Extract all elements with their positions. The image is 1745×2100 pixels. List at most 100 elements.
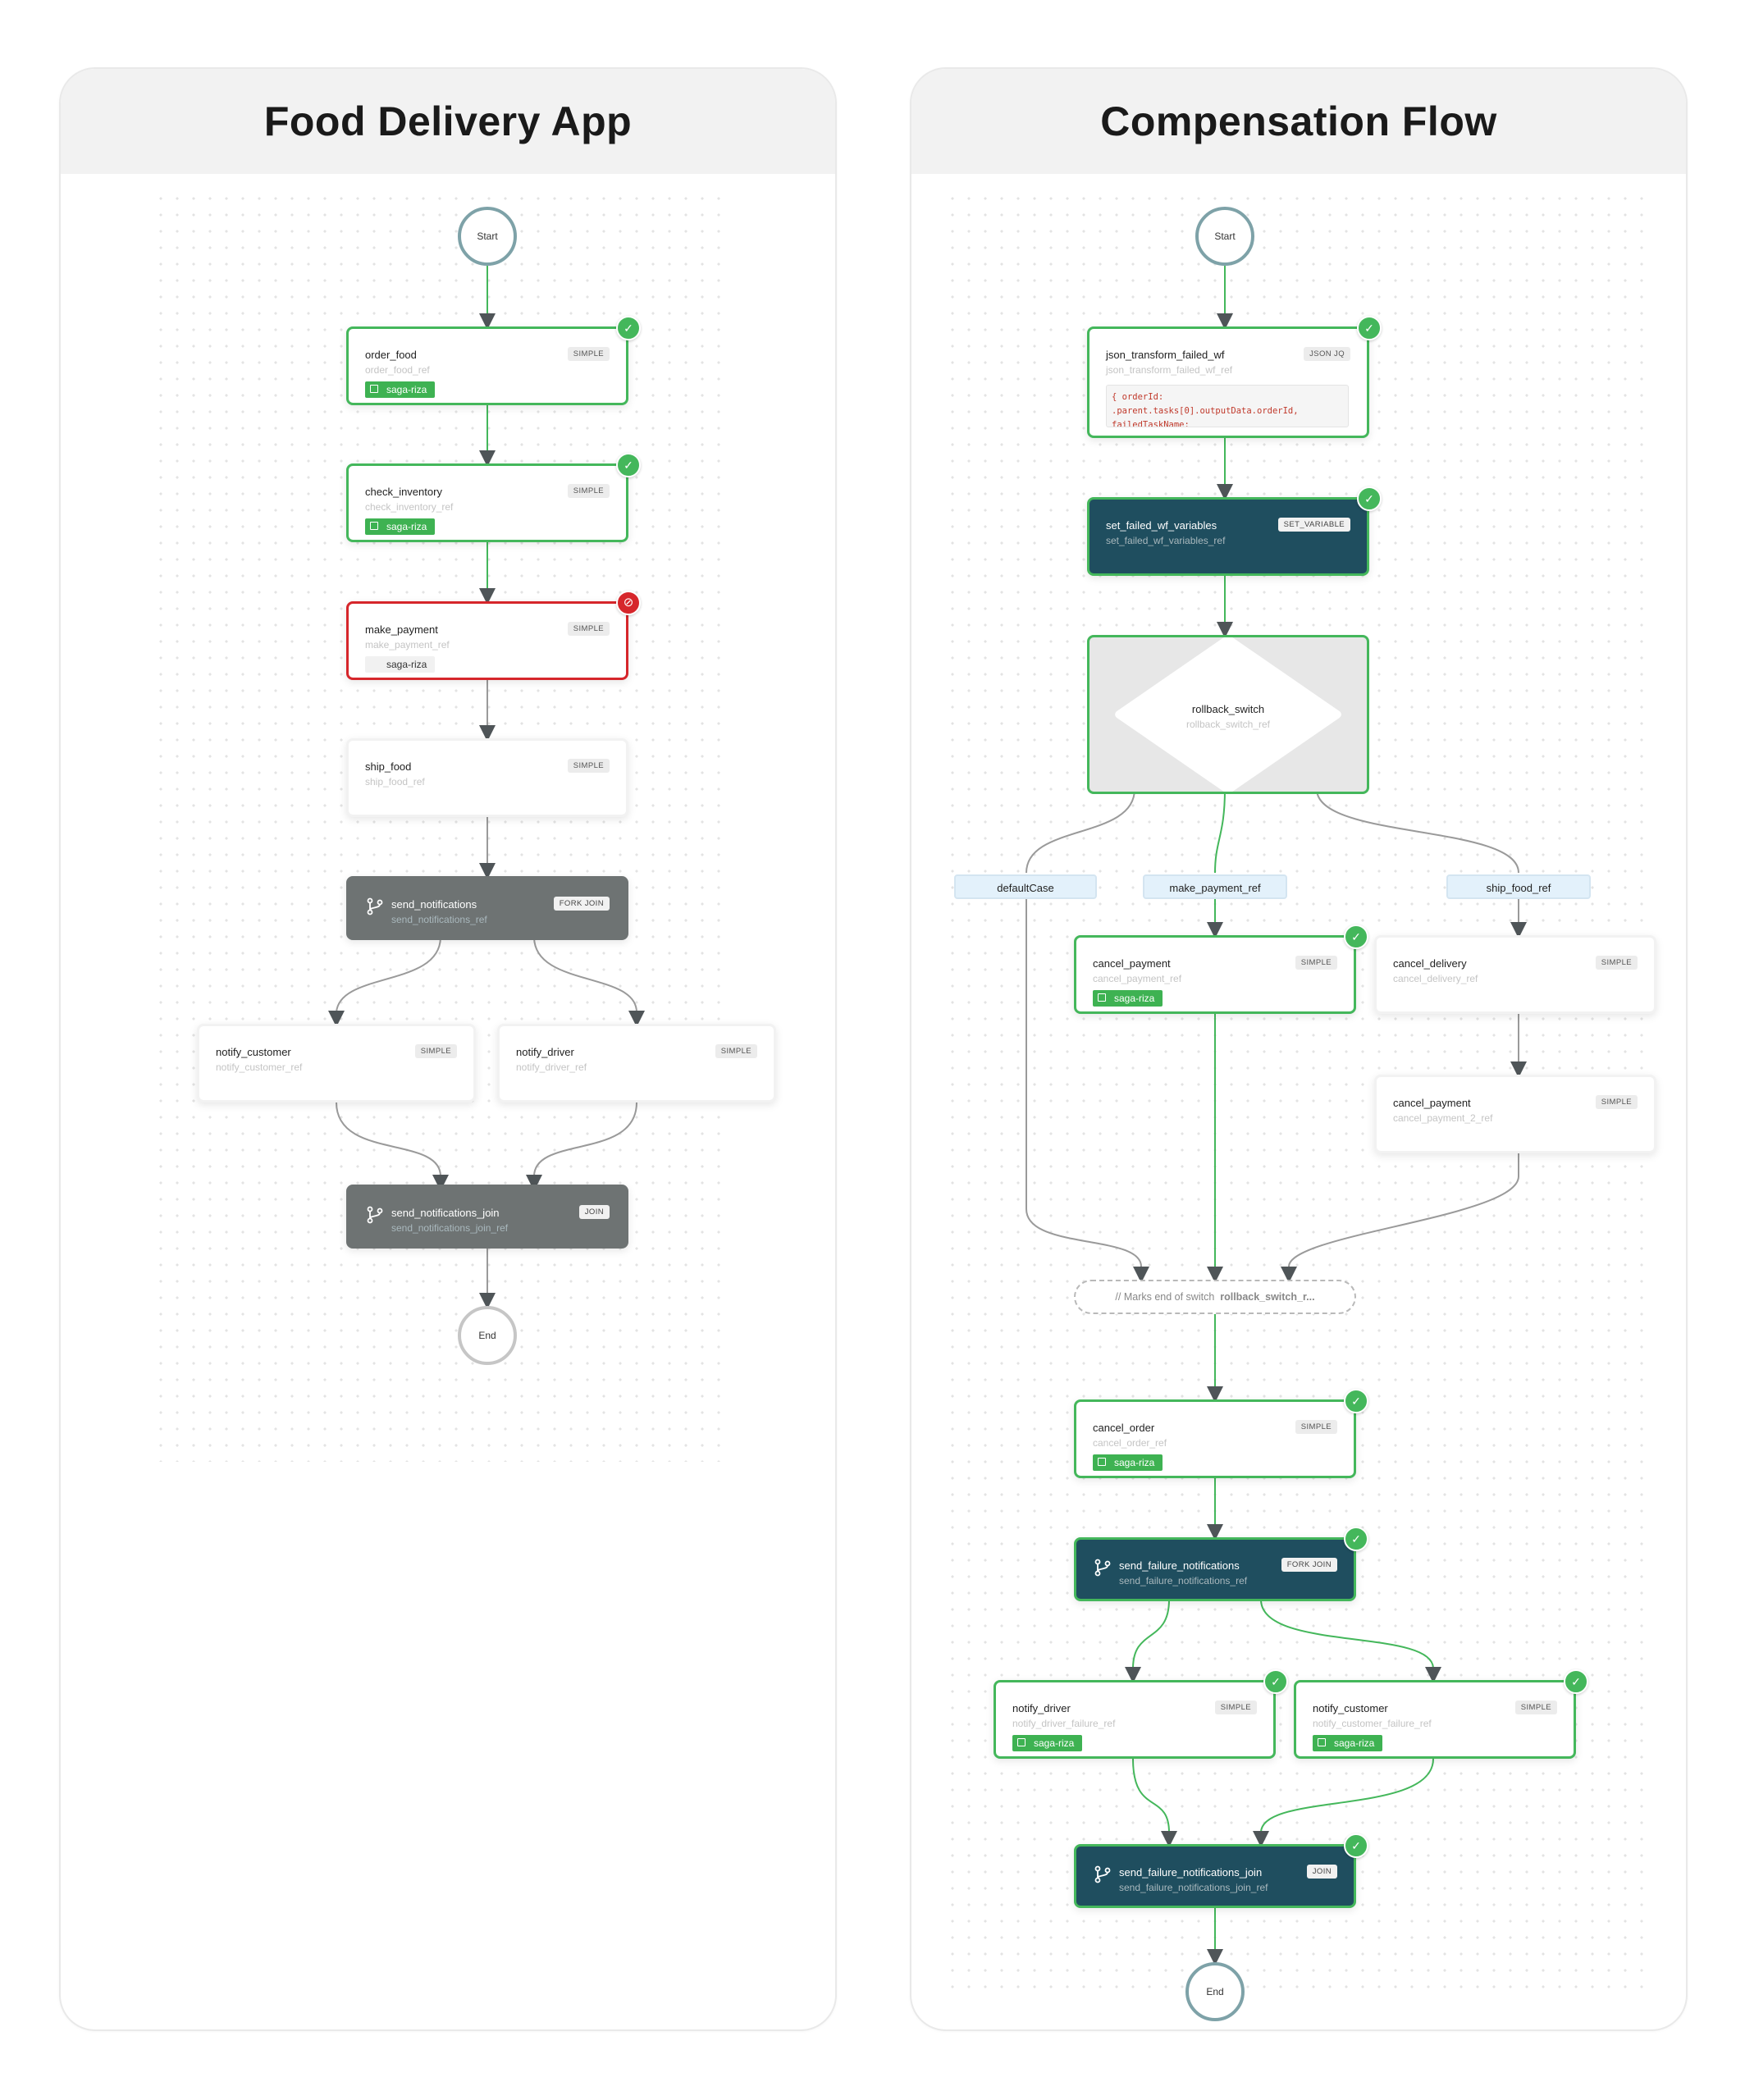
task-type-badge: SIMPLE (567, 622, 610, 636)
join-node-send-failure-notifications[interactable]: send_failure_notifications_join send_fai… (1074, 1833, 1368, 1908)
task-type-badge: SIMPLE (567, 484, 610, 498)
switch-node-rollback[interactable]: rollback_switch rollback_switch_ref (1087, 635, 1369, 794)
building-icon (1017, 1738, 1026, 1746)
task-name: json_transform_failed_wf (1106, 349, 1225, 361)
fork-node-send-failure-notifications[interactable]: send_failure_notifications send_failure_… (1074, 1527, 1368, 1601)
switch-case-ship-food[interactable]: ship_food_ref (1446, 874, 1591, 899)
domain-tag-label: saga-riza (1034, 1737, 1075, 1749)
domain-tag: saga-riza (365, 381, 436, 398)
workflow-edges (328, 266, 645, 1309)
task-node-json-transform[interactable]: json_transform_failed_wf json_transform_… (1087, 316, 1382, 438)
switch-case-default[interactable]: defaultCase (954, 874, 1097, 899)
task-ref: cancel_payment_2_ref (1393, 1112, 1493, 1124)
task-type-badge: SIMPLE (414, 1044, 457, 1058)
task-type-badge: FORK JOIN (553, 897, 610, 911)
panel-header: Compensation Flow (911, 69, 1686, 174)
start-node[interactable]: Start (458, 207, 517, 266)
panel-title: Food Delivery App (263, 98, 633, 144)
task-type-badge: SIMPLE (715, 1044, 757, 1058)
task-ref: ship_food_ref (365, 776, 425, 788)
task-node-set-variable[interactable]: set_failed_wf_variables set_failed_wf_va… (1087, 486, 1382, 576)
task-type-badge: FORK JOIN (1281, 1558, 1337, 1572)
jq-expression-preview: { orderId: .parent.tasks[0].outputData.o… (1106, 385, 1349, 427)
task-name: rollback_switch (1191, 703, 1265, 715)
end-node[interactable]: End (1185, 1962, 1245, 2021)
task-ref: notify_driver_failure_ref (1012, 1718, 1116, 1729)
domain-tag: saga-riza (365, 656, 436, 673)
end-node[interactable]: End (458, 1306, 517, 1365)
task-ref: json_transform_failed_wf_ref (1106, 364, 1233, 376)
start-label: Start (477, 231, 498, 242)
task-name: set_failed_wf_variables (1106, 519, 1217, 532)
task-node-notify-driver-failure[interactable]: notify_driver notify_driver_failure_ref … (994, 1669, 1288, 1759)
task-name: send_notifications_join (391, 1207, 500, 1219)
building-icon (370, 385, 378, 393)
task-node-order-food[interactable]: order_food order_food_ref SIMPLE saga-ri… (346, 316, 641, 405)
task-node-ship-food[interactable]: ship_food ship_food_ref SIMPLE (346, 738, 628, 817)
fork-icon (1094, 1865, 1111, 1883)
task-node-notify-driver[interactable]: notify_driver notify_driver_ref SIMPLE (497, 1024, 776, 1102)
task-ref: send_failure_notifications_ref (1119, 1575, 1248, 1586)
task-type-badge: JOIN (578, 1205, 610, 1219)
start-label: Start (1214, 231, 1236, 242)
task-node-cancel-delivery[interactable]: cancel_delivery cancel_delivery_ref SIMP… (1374, 935, 1656, 1014)
fork-node-send-notifications[interactable]: send_notifications send_notifications_re… (346, 876, 628, 940)
end-label: End (478, 1330, 496, 1341)
task-name: cancel_payment (1393, 1097, 1471, 1109)
domain-tag: saga-riza (1313, 1735, 1383, 1751)
code-line: { orderId: (1112, 392, 1164, 402)
task-type-badge: JSON JQ (1304, 347, 1350, 361)
end-switch-ref: rollback_switch_r... (1220, 1291, 1315, 1303)
task-ref: rollback_switch_ref (1185, 719, 1271, 730)
building-icon (1098, 993, 1106, 1002)
task-type-badge: SET_VARIABLE (1277, 518, 1350, 532)
start-node[interactable]: Start (1195, 207, 1254, 266)
check-icon: ✓ (1263, 1669, 1288, 1694)
task-node-cancel-payment[interactable]: cancel_payment cancel_payment_ref SIMPLE… (1074, 924, 1368, 1014)
building-icon (1318, 1738, 1326, 1746)
switch-case-make-payment[interactable]: make_payment_ref (1143, 874, 1287, 899)
task-name: notify_customer (216, 1046, 291, 1058)
domain-tag-label: saga-riza (386, 384, 427, 395)
check-icon: ✓ (1357, 316, 1382, 340)
task-type-badge: SIMPLE (1595, 956, 1638, 970)
task-node-cancel-order[interactable]: cancel_order cancel_order_ref SIMPLE sag… (1074, 1389, 1368, 1478)
domain-tag: saga-riza (1012, 1735, 1083, 1751)
check-icon: ✓ (1344, 1527, 1368, 1551)
task-ref: send_notifications_ref (391, 914, 487, 925)
check-icon: ✓ (1564, 1669, 1588, 1694)
task-node-notify-customer-failure[interactable]: notify_customer notify_customer_failure_… (1294, 1669, 1588, 1759)
task-name: send_failure_notifications_join (1119, 1866, 1263, 1879)
task-type-badge: SIMPLE (1514, 1701, 1557, 1714)
task-node-make-payment[interactable]: make_payment make_payment_ref SIMPLE sag… (346, 591, 641, 680)
domain-tag-label: saga-riza (386, 659, 427, 670)
task-name: cancel_payment (1093, 957, 1171, 970)
code-line: .parent.tasks[0].outputData.orderId, (1112, 406, 1299, 416)
task-name: notify_customer (1313, 1702, 1388, 1714)
check-icon: ✓ (1344, 1389, 1368, 1413)
workflow-panel-food-delivery: Food Delivery App Start order_food order… (59, 67, 837, 2031)
task-ref: notify_customer_ref (216, 1061, 303, 1073)
domain-tag-label: saga-riza (1334, 1737, 1375, 1749)
check-icon: ✓ (616, 316, 641, 340)
check-icon: ✓ (1357, 486, 1382, 511)
task-ref: send_notifications_join_ref (391, 1222, 509, 1234)
end-label: End (1206, 1986, 1224, 1997)
task-ref: make_payment_ref (365, 639, 450, 651)
task-node-check-inventory[interactable]: check_inventory check_inventory_ref SIMP… (346, 453, 641, 542)
fork-icon (367, 1206, 383, 1224)
task-ref: notify_driver_ref (516, 1061, 587, 1073)
fork-icon (367, 897, 383, 915)
task-name: order_food (365, 349, 417, 361)
task-name: make_payment (365, 623, 438, 636)
building-icon (370, 660, 378, 668)
task-name: check_inventory (365, 486, 442, 498)
check-icon: ✓ (616, 453, 641, 477)
domain-tag-label: saga-riza (1114, 1457, 1155, 1468)
building-icon (370, 522, 378, 530)
join-node-send-notifications[interactable]: send_notifications_join send_notificatio… (346, 1185, 628, 1249)
task-ref: cancel_order_ref (1093, 1437, 1167, 1449)
task-node-notify-customer[interactable]: notify_customer notify_customer_ref SIMP… (197, 1024, 476, 1102)
end-switch-marker: // Marks end of switch rollback_switch_r… (1074, 1280, 1356, 1314)
task-node-cancel-payment-2[interactable]: cancel_payment cancel_payment_2_ref SIMP… (1374, 1075, 1656, 1153)
